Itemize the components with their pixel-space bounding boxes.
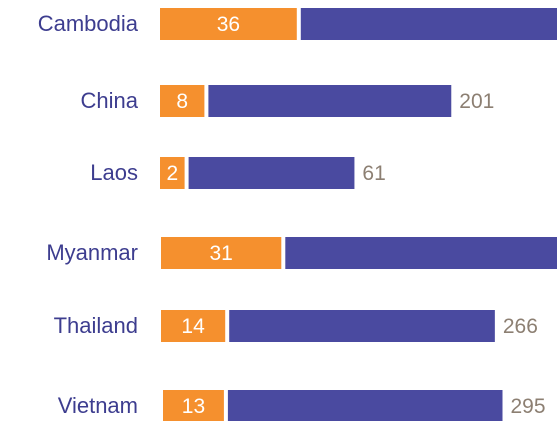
bar-row-laos: Laos 2 61: [90, 157, 386, 189]
bar-segment-orange: [160, 85, 205, 117]
data-label-blue: 266: [503, 315, 538, 338]
bar-segment-blue: [227, 390, 503, 421]
category-label: Laos: [90, 160, 138, 185]
bar-segment-blue: [285, 237, 557, 269]
category-label: Vietnam: [58, 393, 138, 418]
bar-segment-orange: [163, 390, 224, 421]
bar-segment-orange: [161, 310, 226, 342]
category-label: China: [81, 88, 139, 113]
category-label: Myanmar: [46, 240, 138, 265]
bar-row-vietnam: Vietnam 13 295: [58, 390, 546, 421]
data-label-orange: 2: [166, 162, 178, 185]
bar-row-thailand: Thailand 14 266: [54, 310, 538, 342]
bar-segment-blue: [300, 8, 557, 40]
bar-segment-blue: [188, 157, 355, 189]
bar-row-myanmar: Myanmar311,644: [46, 237, 557, 269]
bar-segment-orange: [160, 8, 297, 40]
data-label-orange: 14: [181, 315, 205, 338]
data-label-blue: 61: [362, 162, 385, 185]
data-label-orange: 8: [176, 90, 188, 113]
bar-row-china: China 8 201: [81, 85, 494, 117]
data-label-orange: 36: [217, 13, 240, 36]
category-label: Cambodia: [38, 11, 139, 36]
data-label-orange: 13: [182, 395, 205, 418]
chart-rows: Cambodia36613China8201Laos261Myanmar311,…: [38, 8, 557, 421]
data-label-blue: 295: [511, 395, 546, 418]
data-label-blue: 201: [459, 90, 494, 113]
bar-segment-blue: [208, 85, 452, 117]
category-label: Thailand: [54, 313, 138, 338]
bar-row-cambodia: Cambodia36613: [38, 8, 557, 40]
bar-segment-orange: [160, 157, 185, 189]
data-label-orange: 31: [209, 242, 232, 265]
bar-segment-blue: [229, 310, 495, 342]
bar-segment-orange: [161, 237, 282, 269]
